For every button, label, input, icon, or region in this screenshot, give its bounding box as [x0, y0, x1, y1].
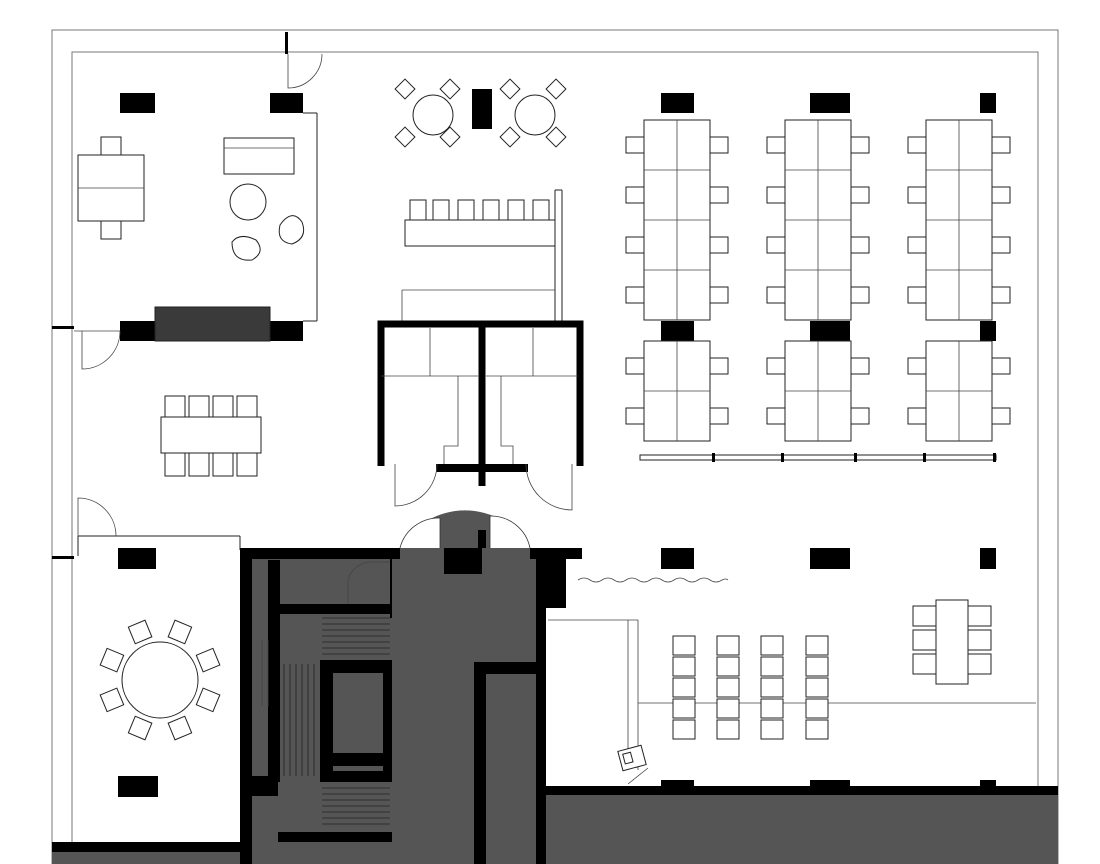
partition-rail	[639, 453, 997, 462]
stool	[805, 698, 829, 719]
chair	[127, 619, 153, 645]
chair	[850, 357, 870, 375]
door	[81, 330, 121, 370]
chair	[850, 407, 870, 425]
stool	[760, 656, 784, 677]
door	[394, 463, 438, 507]
chair	[991, 357, 1011, 375]
chair	[625, 186, 645, 204]
door	[399, 517, 441, 549]
stool	[716, 656, 740, 677]
chair	[850, 286, 870, 304]
chair	[766, 136, 786, 154]
counter	[404, 219, 556, 247]
chair	[850, 136, 870, 154]
chair	[127, 715, 153, 741]
chair	[195, 647, 221, 673]
chair	[907, 357, 927, 375]
open-workstations	[625, 119, 1011, 442]
stool	[672, 719, 696, 740]
door	[525, 463, 573, 511]
chair	[625, 357, 645, 375]
stool	[760, 677, 784, 698]
structural-columns	[118, 89, 996, 797]
chair	[850, 186, 870, 204]
chair	[709, 136, 729, 154]
chair	[100, 136, 122, 156]
high-table	[935, 599, 969, 685]
chair	[766, 186, 786, 204]
stool	[805, 677, 829, 698]
chair	[99, 687, 125, 713]
chair	[709, 357, 729, 375]
board-table-area	[74, 330, 262, 477]
chair	[167, 715, 193, 741]
round-meeting-room	[77, 497, 241, 741]
chair	[991, 186, 1011, 204]
phone-booths	[377, 320, 584, 511]
chair	[907, 286, 927, 304]
stool	[716, 677, 740, 698]
door	[489, 515, 531, 549]
chair	[766, 357, 786, 375]
stool	[672, 635, 696, 656]
board-table	[160, 416, 262, 454]
door	[77, 497, 117, 537]
stool	[760, 719, 784, 740]
chair	[625, 286, 645, 304]
collaboration-area	[548, 577, 1036, 785]
lounge-chair	[231, 236, 261, 261]
coffee-table	[229, 183, 267, 221]
chair	[100, 220, 122, 240]
chair	[709, 186, 729, 204]
chair	[625, 236, 645, 254]
stool	[672, 698, 696, 719]
chair	[991, 136, 1011, 154]
stool	[760, 698, 784, 719]
stool	[805, 635, 829, 656]
chair	[766, 407, 786, 425]
planting	[577, 577, 729, 583]
chair	[850, 236, 870, 254]
stool	[760, 635, 784, 656]
chair	[766, 286, 786, 304]
chair	[766, 236, 786, 254]
stool	[716, 719, 740, 740]
stool	[716, 698, 740, 719]
chair	[709, 407, 729, 425]
stool	[716, 635, 740, 656]
lounge-round-tables	[394, 78, 567, 148]
media-console	[154, 306, 271, 342]
chair	[991, 286, 1011, 304]
chair	[907, 186, 927, 204]
chair	[991, 407, 1011, 425]
chair	[625, 407, 645, 425]
chair	[907, 407, 927, 425]
kitchenette	[401, 189, 563, 321]
chair	[907, 236, 927, 254]
chair	[99, 647, 125, 673]
stool	[805, 719, 829, 740]
chair	[709, 236, 729, 254]
lounge-chair	[278, 215, 305, 245]
meeting-room-north	[77, 53, 323, 342]
round-table	[121, 641, 199, 719]
stair-core	[52, 510, 1058, 864]
chair	[625, 136, 645, 154]
stool	[672, 677, 696, 698]
chair	[167, 619, 193, 645]
chair	[709, 286, 729, 304]
chair	[907, 136, 927, 154]
door	[287, 53, 323, 89]
building-envelope	[51, 29, 1059, 864]
chair	[195, 687, 221, 713]
stool	[672, 656, 696, 677]
sofa	[223, 137, 295, 175]
stool	[805, 656, 829, 677]
chair	[991, 236, 1011, 254]
